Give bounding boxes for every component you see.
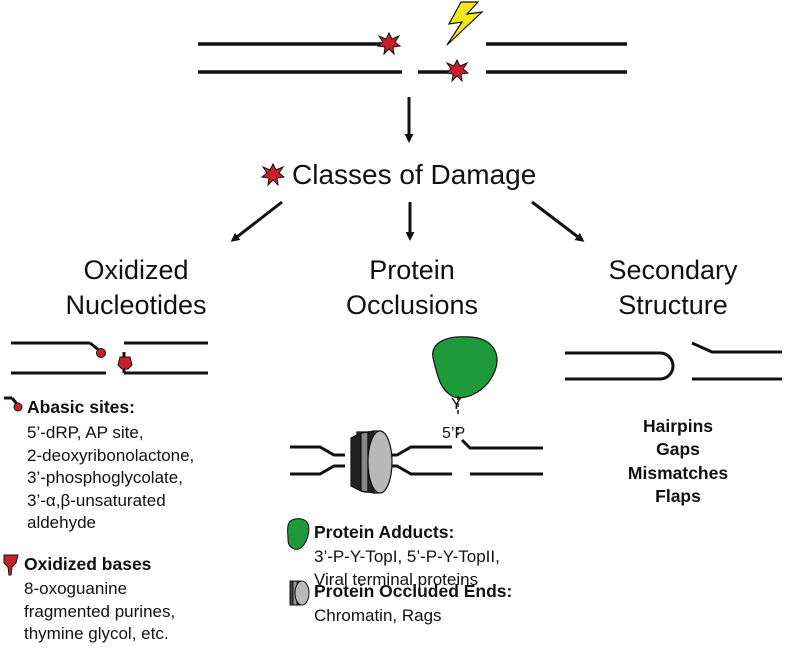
lightning-bolt-icon bbox=[446, 1, 484, 46]
protein-occluded-list: Chromatin, Rags bbox=[314, 605, 442, 628]
protein-heading-line2: Occlusions bbox=[345, 290, 479, 320]
list-item: 5’-dRP, AP site, bbox=[27, 423, 144, 442]
secondary-heading-line2: Structure bbox=[618, 290, 728, 320]
list-item: Mismatches bbox=[627, 462, 729, 483]
list-item: Chromatin, Rags bbox=[314, 606, 442, 625]
secondary-heading: Secondary Structure bbox=[583, 253, 763, 323]
secondary-heading-line1: Secondary bbox=[608, 255, 738, 285]
page-title: Classes of Damage bbox=[292, 159, 537, 190]
oxidized-base-legend-icon bbox=[3, 554, 19, 576]
protein-dna bbox=[290, 438, 543, 476]
top-dna-duplex bbox=[198, 42, 627, 74]
list-item: aldehyde bbox=[27, 513, 97, 533]
oxidized-heading-line2: Nucleotides bbox=[65, 290, 207, 320]
list-item: Flaps bbox=[655, 485, 701, 506]
oxidized-bases-title: Oxidized bases bbox=[24, 554, 152, 574]
nucleosome-legend-icon bbox=[289, 580, 310, 606]
oxidized-heading-line1: Oxidized bbox=[83, 255, 189, 285]
oxidized-bases-list: 8-oxoguanine fragmented purines, thymine… bbox=[24, 578, 175, 646]
secondary-list: Hairpins Gaps Mismatches Flaps bbox=[598, 415, 758, 508]
protein-occluded-title: Protein Occluded Ends: bbox=[314, 581, 513, 601]
arrow-down-right-icon bbox=[531, 200, 585, 242]
list-item: Gaps bbox=[656, 439, 700, 460]
protein-adducts-list: 3’-P-Y-TopI, 5’-P-Y-TopII, Viral termina… bbox=[314, 546, 500, 591]
protein-heading-line1: Protein bbox=[369, 255, 455, 285]
oxidized-heading: Oxidized Nucleotides bbox=[36, 253, 236, 323]
arrow-down-left-icon bbox=[230, 200, 283, 242]
protein-heading: Protein Occlusions bbox=[318, 253, 506, 323]
nucleosome-icon bbox=[350, 430, 393, 494]
list-item: 8-oxoguanine bbox=[24, 579, 128, 598]
protein-blob-icon bbox=[432, 336, 498, 399]
damage-star-icon bbox=[376, 31, 402, 56]
abasic-legend-icon bbox=[4, 396, 23, 412]
phosphate-label: 5’P bbox=[442, 425, 466, 442]
abasic-sites-title: Abasic sites: bbox=[27, 397, 135, 417]
abasic-sites-list: 5’-dRP, AP site, 2-deoxyribonolactone, 3… bbox=[27, 422, 194, 535]
damage-star-icon bbox=[260, 162, 286, 187]
tyrosine-label: Y bbox=[451, 396, 462, 413]
list-item: 2-deoxyribonolactone, bbox=[27, 445, 195, 465]
list-item: 3’-α,β-unsaturated bbox=[27, 490, 166, 510]
protein-adduct-legend-icon bbox=[287, 518, 310, 550]
damage-star-icon bbox=[444, 58, 470, 83]
oxidized-base-icon bbox=[117, 356, 133, 370]
hairpin-dna bbox=[565, 341, 782, 381]
list-item: 3’-P-Y-TopI, 5’-P-Y-TopII, bbox=[314, 547, 500, 566]
list-item: thymine glycol, etc. bbox=[24, 624, 169, 644]
list-item: 3’-phosphoglycolate, bbox=[27, 468, 183, 488]
abasic-site-icon bbox=[96, 348, 106, 358]
list-item: Viral terminal proteins bbox=[314, 569, 479, 589]
oxidized-dna bbox=[11, 341, 208, 375]
list-item: fragmented purines, bbox=[24, 601, 176, 621]
list-item: Hairpins bbox=[642, 416, 714, 436]
protein-adducts-title: Protein Adducts: bbox=[314, 522, 455, 542]
